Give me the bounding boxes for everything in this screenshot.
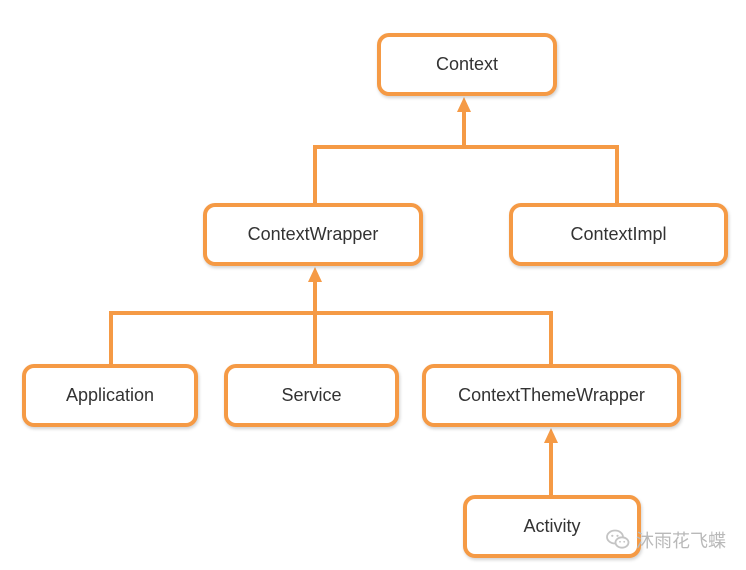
arrowhead-context xyxy=(457,97,471,112)
node-context-wrapper: ContextWrapper xyxy=(203,203,423,266)
node-context-impl: ContextImpl xyxy=(509,203,728,266)
watermark-text: 沐雨花飞蝶 xyxy=(636,531,726,552)
node-application-label: Application xyxy=(65,385,155,405)
node-activity-label: Activity xyxy=(523,516,581,536)
node-context-theme-wrapper-label: ContextThemeWrapper xyxy=(458,385,645,405)
edge-ctw-contextwrapper xyxy=(313,311,553,366)
node-activity: Activity xyxy=(463,495,641,558)
wechat-icon xyxy=(606,529,630,549)
edge-application-contextwrapper xyxy=(109,311,317,366)
arrowhead-ctw xyxy=(544,428,558,443)
edge-contextimpl-context xyxy=(462,145,619,205)
node-context-impl-label: ContextImpl xyxy=(570,224,667,244)
node-context: Context xyxy=(377,33,557,96)
edge-contextwrapper-context xyxy=(313,108,466,205)
node-application: Application xyxy=(22,364,198,427)
node-context-theme-wrapper: ContextThemeWrapper xyxy=(422,364,681,427)
watermark: 沐雨花飞蝶 xyxy=(606,527,726,553)
node-service-label: Service xyxy=(281,385,342,405)
node-service: Service xyxy=(224,364,399,427)
node-context-wrapper-label: ContextWrapper xyxy=(247,224,379,244)
node-context-label: Context xyxy=(435,54,499,74)
arrowhead-contextwrapper xyxy=(308,267,322,282)
